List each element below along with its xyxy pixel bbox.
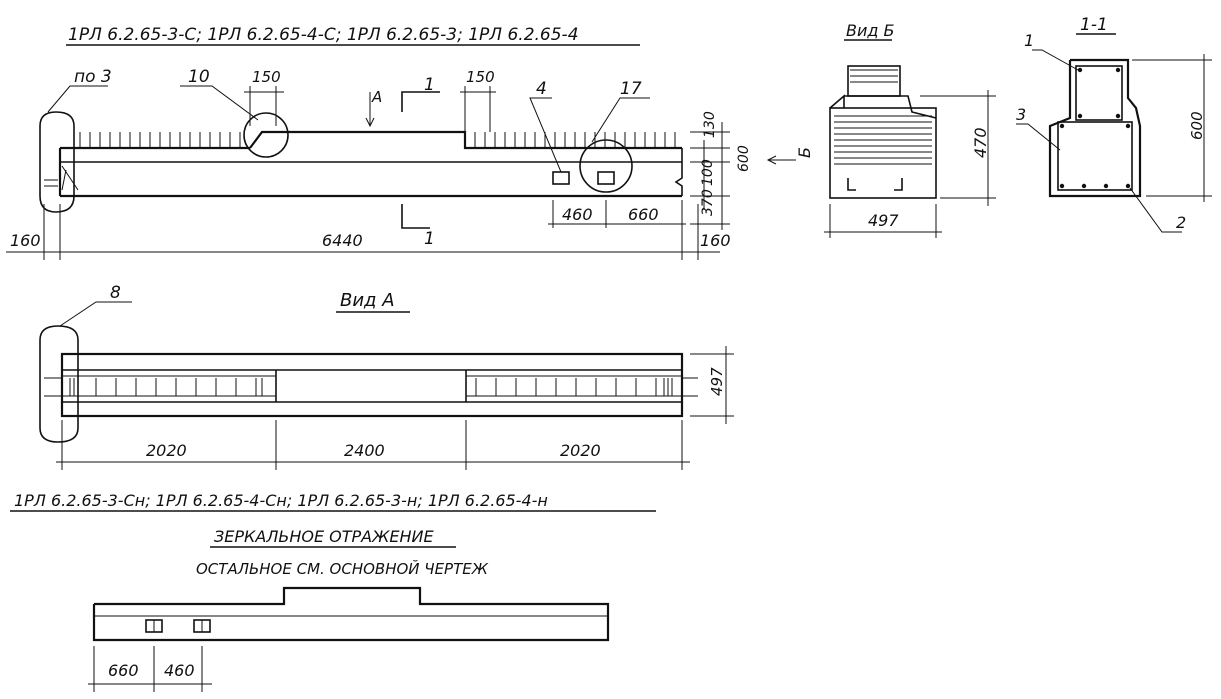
section-rebar-dots [1059, 67, 1131, 189]
section-lower-stirrup [1057, 121, 1133, 191]
section-dim-600-lines [1132, 54, 1212, 202]
dim-100: 100 [700, 159, 716, 186]
section-leader-2 [1129, 187, 1182, 233]
callout-circle-left [39, 111, 75, 213]
dim-150-left-lines [244, 86, 284, 126]
view-b-shoulder [844, 95, 937, 119]
dim-150-right: 150 [466, 68, 495, 86]
dim-660: 660 [628, 205, 659, 224]
dim-160-left: 160 [10, 231, 41, 250]
section-callout-1: 1 [1024, 31, 1034, 50]
section-leader-3 [1016, 123, 1061, 151]
view-b-title: Вид Б [846, 21, 895, 40]
dim-460-660-lines [548, 200, 686, 228]
view-a-arrow [365, 92, 375, 128]
rebar-ticks-left [79, 132, 241, 148]
plan-dim-2020-left: 2020 [146, 441, 187, 460]
plan-dim-2020-right: 2020 [560, 441, 601, 460]
section-mark-top-label: 1 [424, 75, 435, 95]
callout-4-label: 4 [536, 79, 547, 99]
elevation-view: по 3 10 4 17 150 150 1 1 А Б 130 600 100… [6, 67, 814, 260]
view-b-dim-470: 470 [971, 127, 990, 158]
view-b-rebar-marks [847, 178, 903, 191]
plan-outline [60, 352, 684, 418]
embedded-part-17 [597, 171, 615, 185]
mirror-note: ЗЕРКАЛЬНОЕ ОТРАЖЕНИЕ [214, 527, 434, 546]
plan-title: Вид А [340, 290, 395, 311]
view-b-body-hatch [834, 115, 932, 165]
plan-dim-497-lines [690, 346, 734, 424]
plan-bottom-dims [56, 420, 690, 470]
view-b-dim-497: 497 [868, 211, 899, 230]
dim-130: 130 [702, 111, 718, 138]
plan-callout-circle-8 [39, 325, 79, 443]
mirror-dim-460: 460 [164, 661, 195, 680]
section-title: 1-1 [1080, 15, 1108, 35]
view-b-arrow [766, 155, 796, 165]
view-b: Вид Б 497 470 [824, 21, 996, 238]
callout-left-label: по 3 [74, 67, 112, 87]
view-b-arrow-label: Б [795, 147, 814, 158]
mirror-beam-outline [92, 586, 610, 642]
callout-10-label: 10 [188, 67, 210, 87]
leader-4 [529, 97, 562, 173]
dim-150-left: 150 [252, 68, 281, 86]
leader-17 [591, 97, 650, 143]
dim-6440: 6440 [322, 231, 363, 250]
header-top: 1РЛ 6.2.65-3-С; 1РЛ 6.2.65-4-С; 1РЛ 6.2.… [68, 25, 579, 45]
plan-dim-2400: 2400 [344, 441, 385, 460]
other-note: ОСТАЛЬНОЕ СМ. ОСНОВНОЙ ЧЕРТЕЖ [196, 559, 489, 578]
plan-leader-8 [59, 301, 132, 327]
rebar-ticks-right [474, 132, 676, 148]
view-b-dim-497-lines [824, 204, 942, 238]
plan-rebar-ends [44, 377, 698, 397]
dim-160-right: 160 [700, 231, 731, 250]
mirror-dim-660: 660 [108, 661, 139, 680]
plan-rebar-left [69, 378, 263, 396]
view-b-dim-470-lines [920, 90, 996, 206]
section-callout-2: 2 [1176, 213, 1186, 232]
section-mark-bottom [401, 204, 430, 229]
right-vertical-dims [690, 122, 730, 230]
section-mark-top [401, 91, 440, 112]
plan-rebar-right [475, 378, 673, 396]
beam-right-end [674, 148, 683, 196]
embedded-part-4 [552, 171, 570, 185]
dim-150-right-lines [460, 86, 496, 132]
section-dim-600: 600 [1188, 111, 1206, 140]
view-b-top-hatch [850, 69, 898, 83]
view-b-left-shoulder [829, 94, 845, 109]
section-mark-bottom-label: 1 [424, 229, 435, 249]
mirror-view: 660 460 [88, 586, 610, 692]
mirror-dim-lines [88, 646, 212, 692]
beam-top-raised [249, 130, 682, 150]
section-callout-3: 3 [1016, 105, 1026, 124]
plan-view: Вид А 8 497 2020 2400 2020 [39, 283, 734, 470]
view-a-label: А [371, 88, 382, 106]
section-outline [1048, 58, 1142, 198]
section-leader-1 [1032, 49, 1079, 71]
plan-dim-497: 497 [708, 367, 726, 396]
callout-circle-17 [579, 139, 633, 193]
callout-circle-10 [243, 112, 289, 158]
dim-370: 370 [700, 189, 716, 216]
header-mirror: 1РЛ 6.2.65-3-Сн; 1РЛ 6.2.65-4-Сн; 1РЛ 6.… [14, 491, 548, 510]
section-upper-stirrup [1075, 65, 1123, 121]
bottom-overall-dims [6, 204, 720, 260]
leader-left [47, 85, 108, 113]
dim-460: 460 [562, 205, 593, 224]
leader-10 [180, 85, 259, 121]
plan-callout-8: 8 [110, 283, 121, 303]
end-anchor-detail [44, 165, 79, 191]
view-b-body [829, 107, 937, 199]
dim-600: 600 [736, 145, 752, 172]
callout-17-label: 17 [620, 79, 642, 99]
section-1-1: 1-1 1 3 2 600 [1016, 15, 1212, 233]
